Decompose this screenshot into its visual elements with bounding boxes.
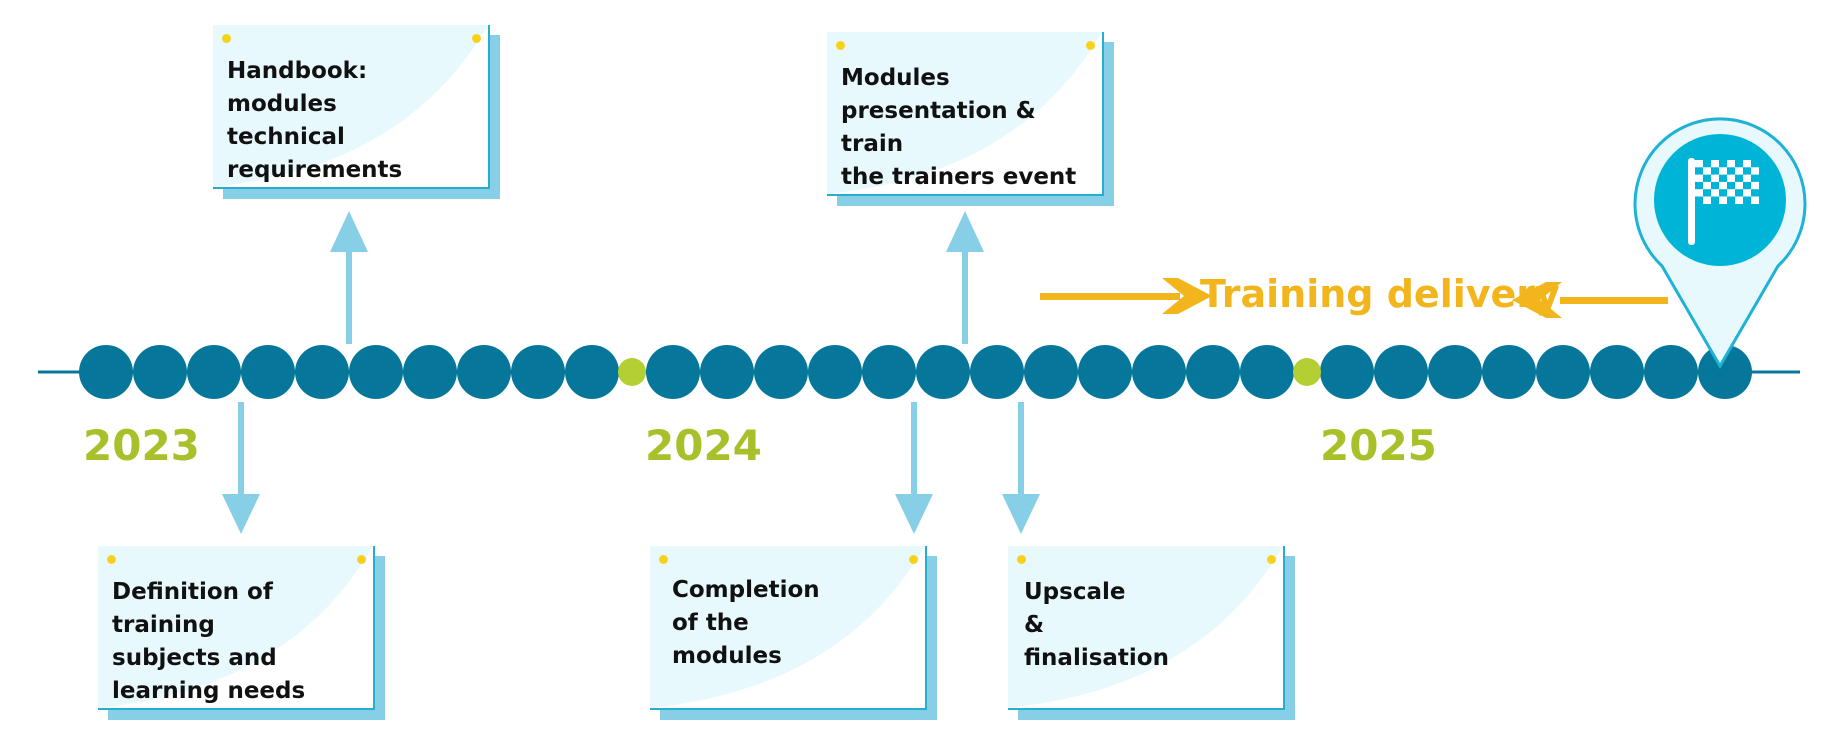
note-paper	[213, 25, 490, 189]
timeline-circle	[916, 345, 970, 399]
timeline-circle	[1186, 345, 1240, 399]
arrow-down-definition	[222, 402, 260, 534]
timeline-circle	[1644, 345, 1698, 399]
arrow-up-presentation	[946, 211, 984, 344]
timeline-circle	[295, 345, 349, 399]
year-separator-dot	[618, 358, 646, 386]
pin-dot	[659, 555, 668, 564]
timeline-circle	[511, 345, 565, 399]
arrow-up-handbook	[330, 211, 368, 344]
delivery-arrow-left	[1512, 282, 1668, 318]
timeline-circles	[79, 345, 1752, 399]
timeline-circle	[1320, 345, 1374, 399]
timeline-circle	[700, 345, 754, 399]
pin-dot	[1086, 41, 1095, 50]
timeline-circle	[79, 345, 133, 399]
timeline-circle	[862, 345, 916, 399]
pin-dot	[472, 34, 481, 43]
note-paper	[98, 546, 375, 710]
milestone-note-upscale: Upscale&finalisation	[1008, 546, 1295, 720]
timeline-circle	[565, 345, 619, 399]
timeline-circle	[1482, 345, 1536, 399]
timeline-circle	[1428, 345, 1482, 399]
note-paper	[827, 32, 1104, 196]
arrow-down-completion	[895, 402, 933, 534]
pin-dot	[909, 555, 918, 564]
timeline-circle	[457, 345, 511, 399]
pin-dot	[1267, 555, 1276, 564]
timeline-circle	[1132, 345, 1186, 399]
timeline-circle	[187, 345, 241, 399]
timeline-circle	[1024, 345, 1078, 399]
timeline-circle	[1374, 345, 1428, 399]
milestone-arrows	[222, 211, 1040, 534]
year-label-2023: 2023	[83, 421, 200, 470]
timeline-circle	[1240, 345, 1294, 399]
timeline-circle	[133, 345, 187, 399]
milestone-text-upscale: Upscale&finalisation	[1024, 579, 1169, 671]
delivery-arrow-right	[1040, 278, 1212, 314]
timeline-circle	[1536, 345, 1590, 399]
timeline-circle	[1590, 345, 1644, 399]
pin-dot	[1017, 555, 1026, 564]
year-label-2025: 2025	[1320, 421, 1437, 470]
checkered-flag-icon	[1688, 158, 1759, 245]
timeline-circle	[646, 345, 700, 399]
training-delivery-label: Training delivery	[1200, 272, 1560, 316]
timeline-circle	[241, 345, 295, 399]
pin-dot	[222, 34, 231, 43]
note-paper	[1008, 546, 1285, 710]
year-label-2024: 2024	[645, 421, 762, 470]
year-separator-dot	[1293, 358, 1321, 386]
timeline-circle	[1698, 345, 1752, 399]
timeline-circle	[754, 345, 808, 399]
timeline-circle	[970, 345, 1024, 399]
pin-dot	[357, 555, 366, 564]
note-paper	[650, 546, 927, 710]
timeline-circle	[1078, 345, 1132, 399]
timeline-circle	[808, 345, 862, 399]
timeline-circle	[403, 345, 457, 399]
pin-dot	[107, 555, 116, 564]
arrow-down-upscale	[1002, 402, 1040, 534]
end-pin-marker	[1633, 117, 1807, 369]
timeline-circle	[349, 345, 403, 399]
pin-dot	[836, 41, 845, 50]
